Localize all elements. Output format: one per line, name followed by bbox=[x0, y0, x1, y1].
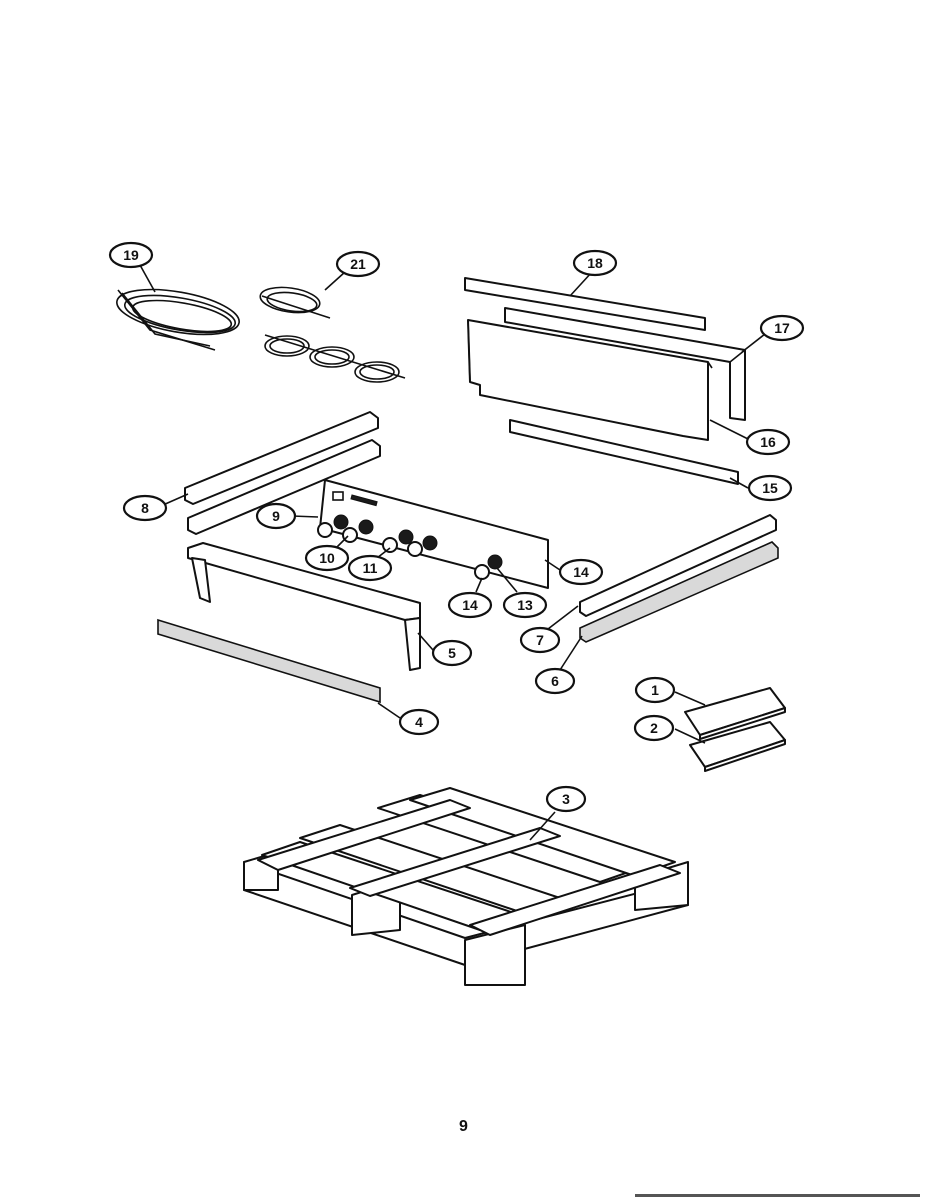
control-panel-part-14 bbox=[319, 479, 549, 589]
svg-text:16: 16 bbox=[760, 434, 776, 450]
svg-text:4: 4 bbox=[415, 714, 423, 730]
callout-16: 16 bbox=[745, 428, 791, 456]
top-strip-part-18 bbox=[464, 277, 706, 331]
svg-text:2: 2 bbox=[650, 720, 658, 736]
callout-8: 8 bbox=[122, 494, 168, 522]
manual-booklet-2 bbox=[689, 721, 786, 772]
svg-text:6: 6 bbox=[551, 673, 559, 689]
svg-text:11: 11 bbox=[363, 560, 378, 576]
svg-text:1: 1 bbox=[651, 682, 659, 698]
callout-15: 15 bbox=[747, 474, 793, 502]
svg-text:7: 7 bbox=[536, 632, 544, 648]
svg-text:10: 10 bbox=[319, 550, 335, 566]
callout-13: 13 bbox=[502, 591, 548, 619]
svg-text:9: 9 bbox=[272, 508, 280, 524]
front-strip-part-4 bbox=[157, 618, 381, 704]
svg-text:14: 14 bbox=[462, 597, 478, 613]
callout-10: 10 bbox=[304, 544, 350, 572]
callout-2: 2 bbox=[633, 714, 675, 742]
front-frame-part-5 bbox=[187, 542, 421, 671]
callout-9: 9 bbox=[255, 502, 297, 530]
svg-text:15: 15 bbox=[762, 480, 778, 496]
svg-text:21: 21 bbox=[350, 256, 366, 272]
svg-text:13: 13 bbox=[517, 597, 533, 613]
callout-3: 3 bbox=[545, 785, 587, 813]
callout-19: 19 bbox=[108, 241, 154, 269]
back-panel-part-16 bbox=[467, 319, 709, 441]
callout-1: 1 bbox=[634, 676, 676, 704]
svg-text:17: 17 bbox=[774, 320, 790, 336]
callout-5: 5 bbox=[431, 639, 473, 667]
callout-17: 17 bbox=[759, 314, 805, 342]
svg-text:8: 8 bbox=[141, 500, 149, 516]
callout-6: 6 bbox=[534, 667, 576, 695]
svg-text:3: 3 bbox=[562, 791, 570, 807]
svg-text:5: 5 bbox=[448, 645, 456, 661]
callout-14a: 14 bbox=[558, 558, 604, 586]
cable-coils-part-21 bbox=[259, 286, 406, 383]
callout-7: 7 bbox=[519, 626, 561, 654]
shipping-pallet-part-3 bbox=[243, 787, 689, 986]
page-number: 9 bbox=[459, 1118, 468, 1135]
side-rails-part-8 bbox=[184, 411, 381, 535]
callout-18: 18 bbox=[572, 249, 618, 277]
scan-edge-line bbox=[635, 1194, 920, 1197]
svg-text:18: 18 bbox=[587, 255, 603, 271]
svg-text:14: 14 bbox=[573, 564, 589, 580]
callout-14b: 14 bbox=[447, 591, 493, 619]
callout-11: 11 bbox=[347, 554, 393, 582]
leader-lines bbox=[139, 264, 766, 841]
back-strip-part-15 bbox=[509, 419, 739, 485]
svg-text:19: 19 bbox=[123, 247, 139, 263]
callout-21: 21 bbox=[335, 250, 381, 278]
manual-booklet-1 bbox=[684, 687, 786, 740]
knobs bbox=[317, 522, 490, 580]
callout-4: 4 bbox=[398, 708, 440, 736]
right-rails-parts-7-6 bbox=[579, 514, 779, 643]
cable-coil-part-19 bbox=[116, 288, 240, 351]
